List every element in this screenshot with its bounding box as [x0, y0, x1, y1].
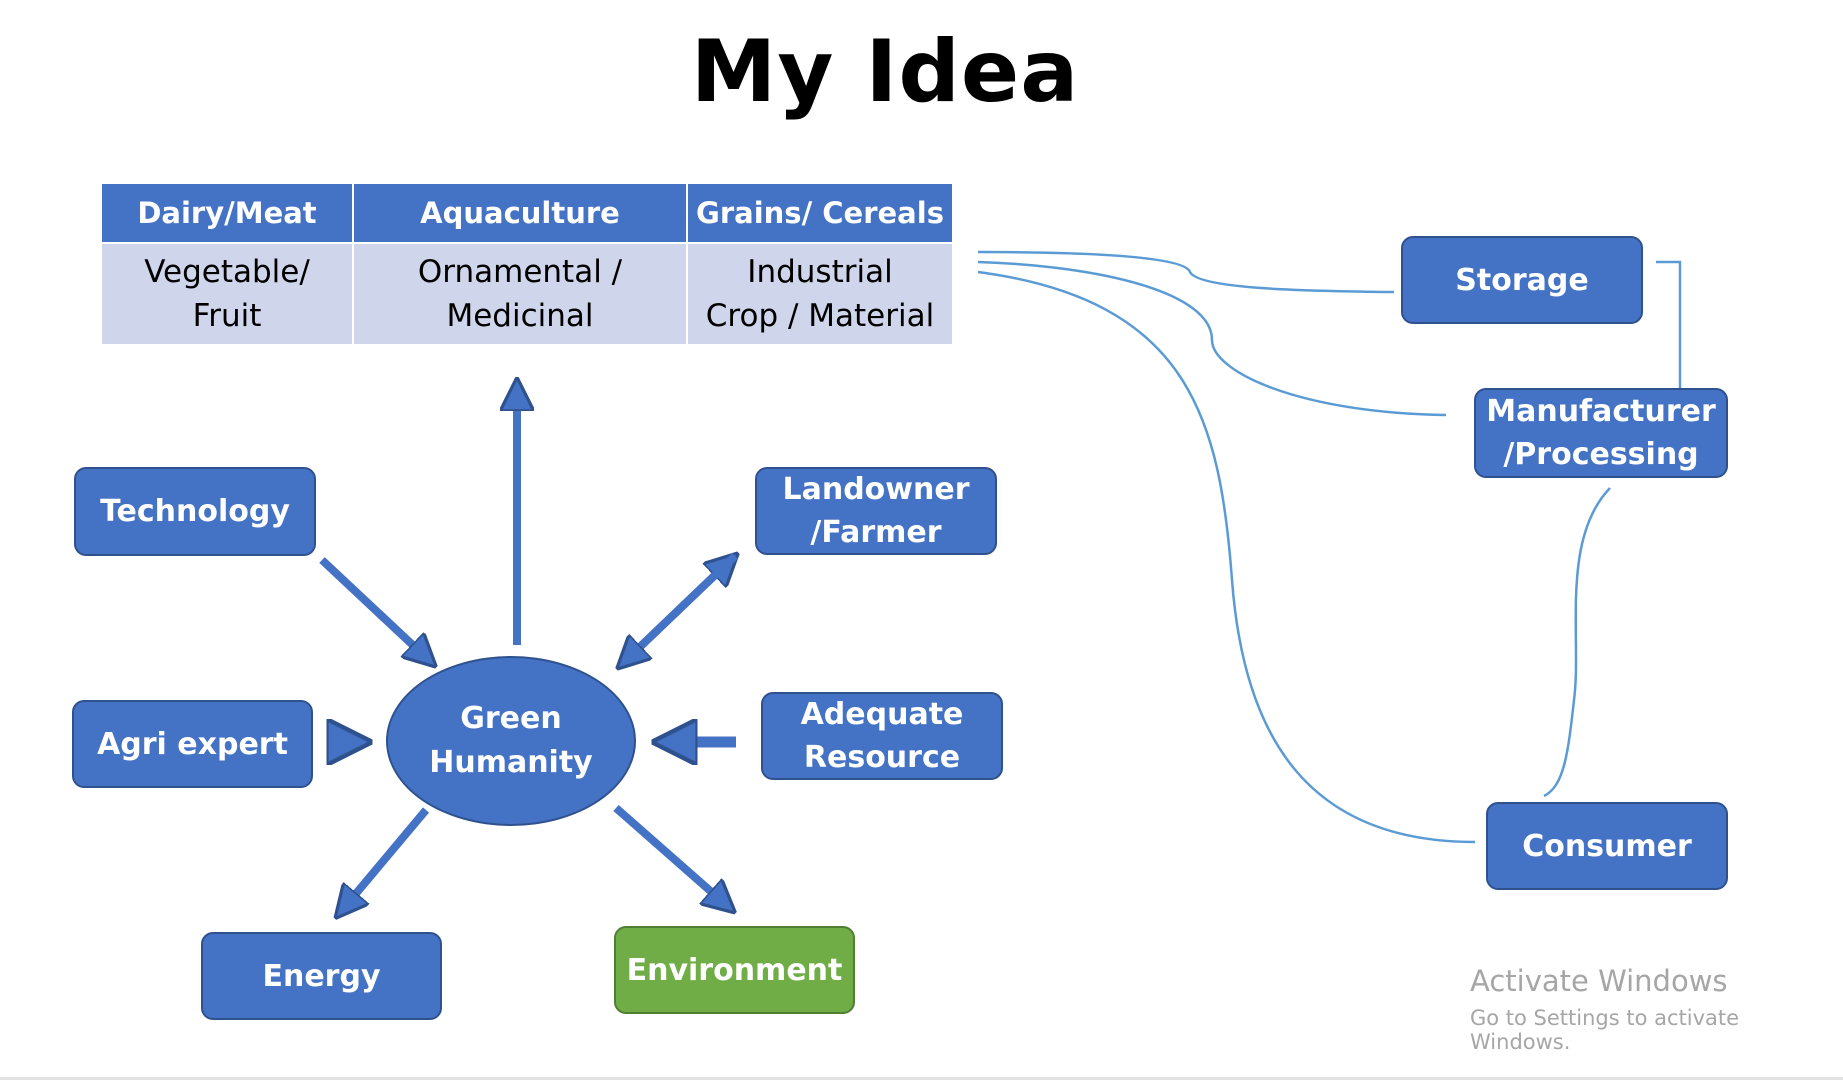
- category-header-row: Dairy/Meat Aquaculture Grains/ Cereals: [100, 182, 954, 244]
- node-manufacturer-processing: Manufacturer /Processing: [1474, 388, 1728, 478]
- connector-table-to-consumer: [977, 270, 1476, 844]
- node-green-humanity: Green Humanity: [386, 656, 636, 826]
- node-technology: Technology: [74, 467, 316, 556]
- cell-ornamental-medicinal: Ornamental / Medicinal: [352, 242, 688, 346]
- connector-manufacturer-to-consumer: [1543, 487, 1611, 798]
- connector-table-to-storage: [977, 250, 1395, 294]
- node-energy: Energy: [201, 932, 442, 1020]
- node-agri-expert: Agri expert: [72, 700, 313, 788]
- connector-storage-to-manufacturer: [1656, 260, 1682, 390]
- header-aquaculture: Aquaculture: [352, 182, 688, 244]
- header-grains-cereals: Grains/ Cereals: [686, 182, 954, 244]
- page-title: My Idea: [690, 22, 1080, 122]
- node-environment: Environment: [614, 926, 855, 1014]
- bottom-divider: [0, 1077, 1843, 1080]
- cell-industrial-crop: Industrial Crop / Material: [686, 242, 954, 346]
- connector-table-to-manufacturer: [977, 260, 1447, 417]
- node-adequate-resource: Adequate Resource: [761, 692, 1003, 780]
- arrow-hub-to-environment: [613, 804, 732, 910]
- arrow-technology-to-hub: [319, 557, 433, 664]
- category-body-row: Vegetable/ Fruit Ornamental / Medicinal …: [100, 242, 954, 346]
- activate-windows-title: Activate Windows: [1470, 964, 1728, 998]
- node-storage: Storage: [1401, 236, 1643, 324]
- arrow-hub-to-energy: [338, 807, 430, 915]
- category-table: Dairy/Meat Aquaculture Grains/ Cereals V…: [100, 182, 954, 346]
- activate-windows-hint: Go to Settings to activate Windows.: [1470, 1006, 1740, 1054]
- node-consumer: Consumer: [1486, 802, 1728, 890]
- cell-vegetable-fruit: Vegetable/ Fruit: [100, 242, 354, 346]
- node-landowner-farmer: Landowner /Farmer: [755, 467, 997, 555]
- arrow-landowner-to-hub: [620, 553, 738, 666]
- header-dairy-meat: Dairy/Meat: [100, 182, 354, 244]
